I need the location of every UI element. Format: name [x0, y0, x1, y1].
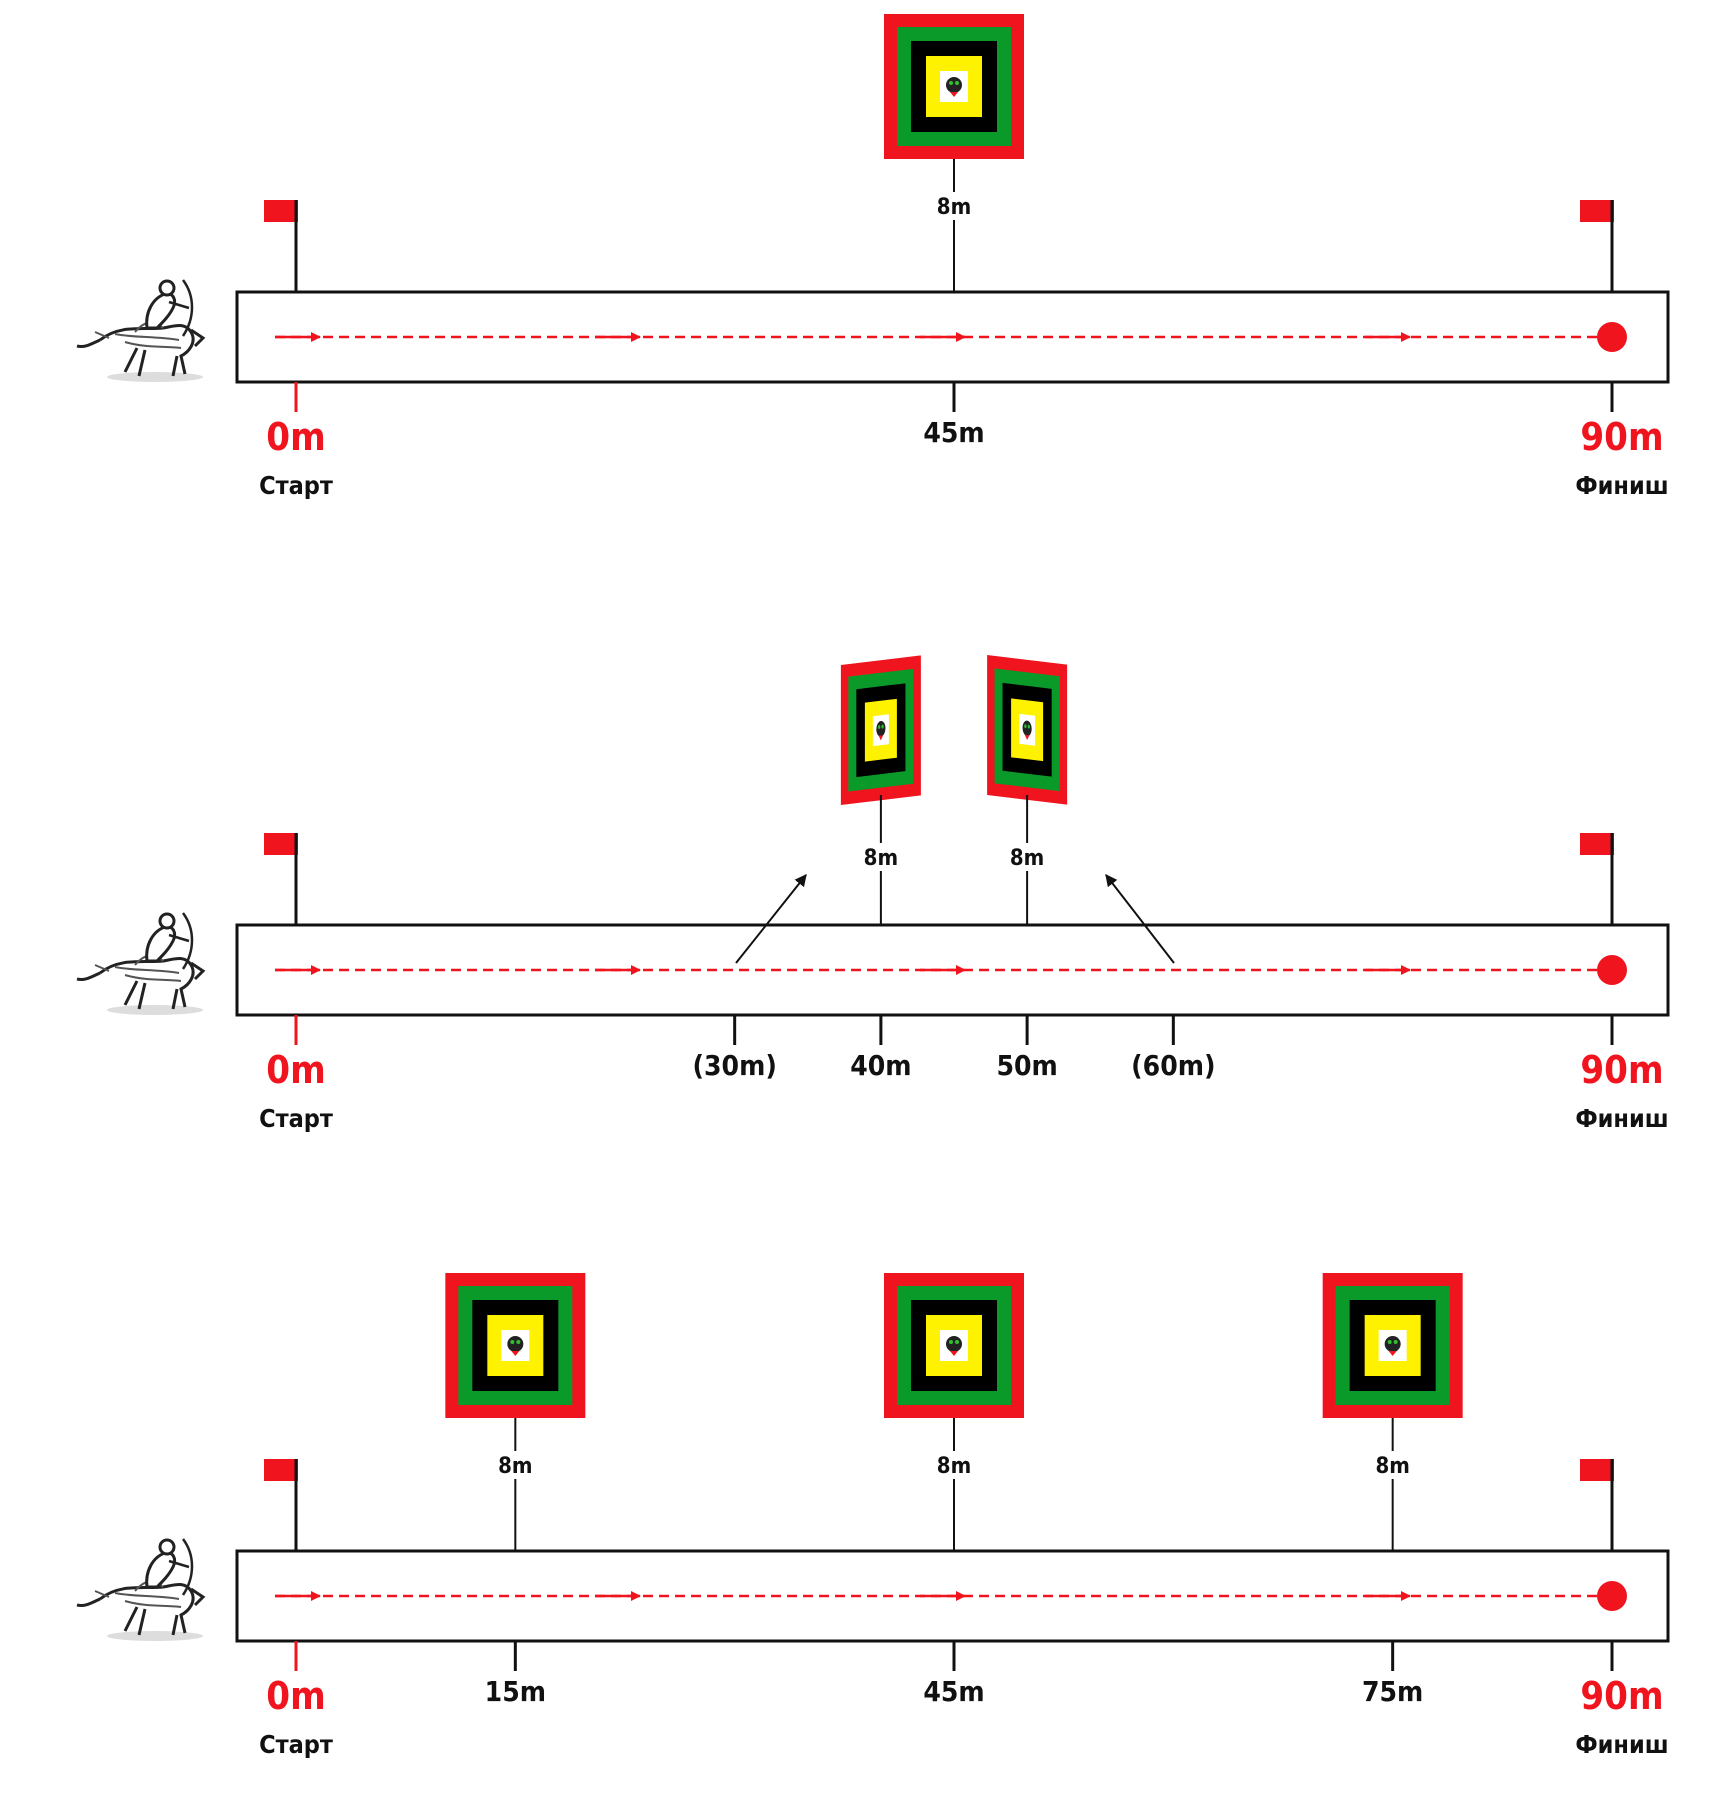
finish-flag-icon [1578, 198, 1616, 294]
target-face [840, 655, 921, 805]
distance-label: (60m) [1131, 1049, 1215, 1082]
horse-archer-icon [75, 911, 205, 1017]
start-distance-label: 0m [266, 1674, 325, 1718]
distance-label: (30m) [693, 1049, 777, 1082]
target-offset-label: 8m [1375, 1454, 1409, 1479]
finish-dot-icon [1597, 955, 1627, 985]
horse-archer-icon [75, 1537, 205, 1643]
start-flag-icon [262, 1457, 300, 1553]
square-target-icon: 8m [884, 1273, 1024, 1551]
distance-label: 50m [996, 1049, 1057, 1082]
target-face [884, 1273, 1024, 1418]
distance-label: 45m [923, 1675, 984, 1708]
target-offset-label: 8m [1010, 846, 1044, 871]
target-offset-label: 8m [864, 846, 898, 871]
distance-label: 75m [1362, 1675, 1423, 1708]
target-face [884, 14, 1024, 159]
distance-label: 45m [923, 416, 984, 449]
target-face [445, 1273, 586, 1418]
finish-label: Финиш [1575, 1730, 1668, 1759]
square-target-icon: 8m [884, 14, 1024, 292]
target-offset-label: 8m [937, 1454, 971, 1479]
label-backdrop [499, 1451, 532, 1479]
square-target-icon: 8m [987, 655, 1068, 925]
finish-flag-icon [1578, 831, 1616, 927]
label-backdrop [938, 1451, 970, 1479]
start-flag-icon [262, 198, 300, 294]
distance-label: 40m [850, 1049, 911, 1082]
square-target-icon: 8m [445, 1273, 586, 1551]
finish-distance-label: 90m [1580, 415, 1663, 459]
finish-distance-label: 90m [1580, 1048, 1663, 1092]
finish-dot-icon [1597, 1581, 1627, 1611]
horse-archer-icon [75, 278, 205, 384]
target-offset-label: 8m [937, 195, 971, 220]
square-target-icon: 8m [1322, 1273, 1463, 1551]
label-backdrop [938, 192, 970, 220]
start-label: Старт [259, 471, 333, 500]
start-label: Старт [259, 1104, 333, 1133]
target-offset-label: 8m [498, 1454, 532, 1479]
start-label: Старт [259, 1730, 333, 1759]
finish-label: Финиш [1575, 471, 1668, 500]
label-backdrop [1376, 1451, 1409, 1479]
label-backdrop [1011, 843, 1044, 871]
start-distance-label: 0m [266, 1048, 325, 1092]
finish-flag-icon [1578, 1457, 1616, 1553]
start-distance-label: 0m [266, 415, 325, 459]
target-face [987, 655, 1068, 805]
distance-label: 15m [485, 1675, 546, 1708]
shooting-direction-forward-arrow [735, 874, 807, 964]
label-backdrop [864, 843, 897, 871]
finish-distance-label: 90m [1580, 1674, 1663, 1718]
target-face [1322, 1273, 1463, 1418]
finish-label: Финиш [1575, 1104, 1668, 1133]
shooting-direction-backward-arrow [1105, 874, 1175, 964]
finish-dot-icon [1597, 322, 1627, 352]
start-flag-icon [262, 831, 300, 927]
square-target-icon: 8m [840, 655, 921, 925]
